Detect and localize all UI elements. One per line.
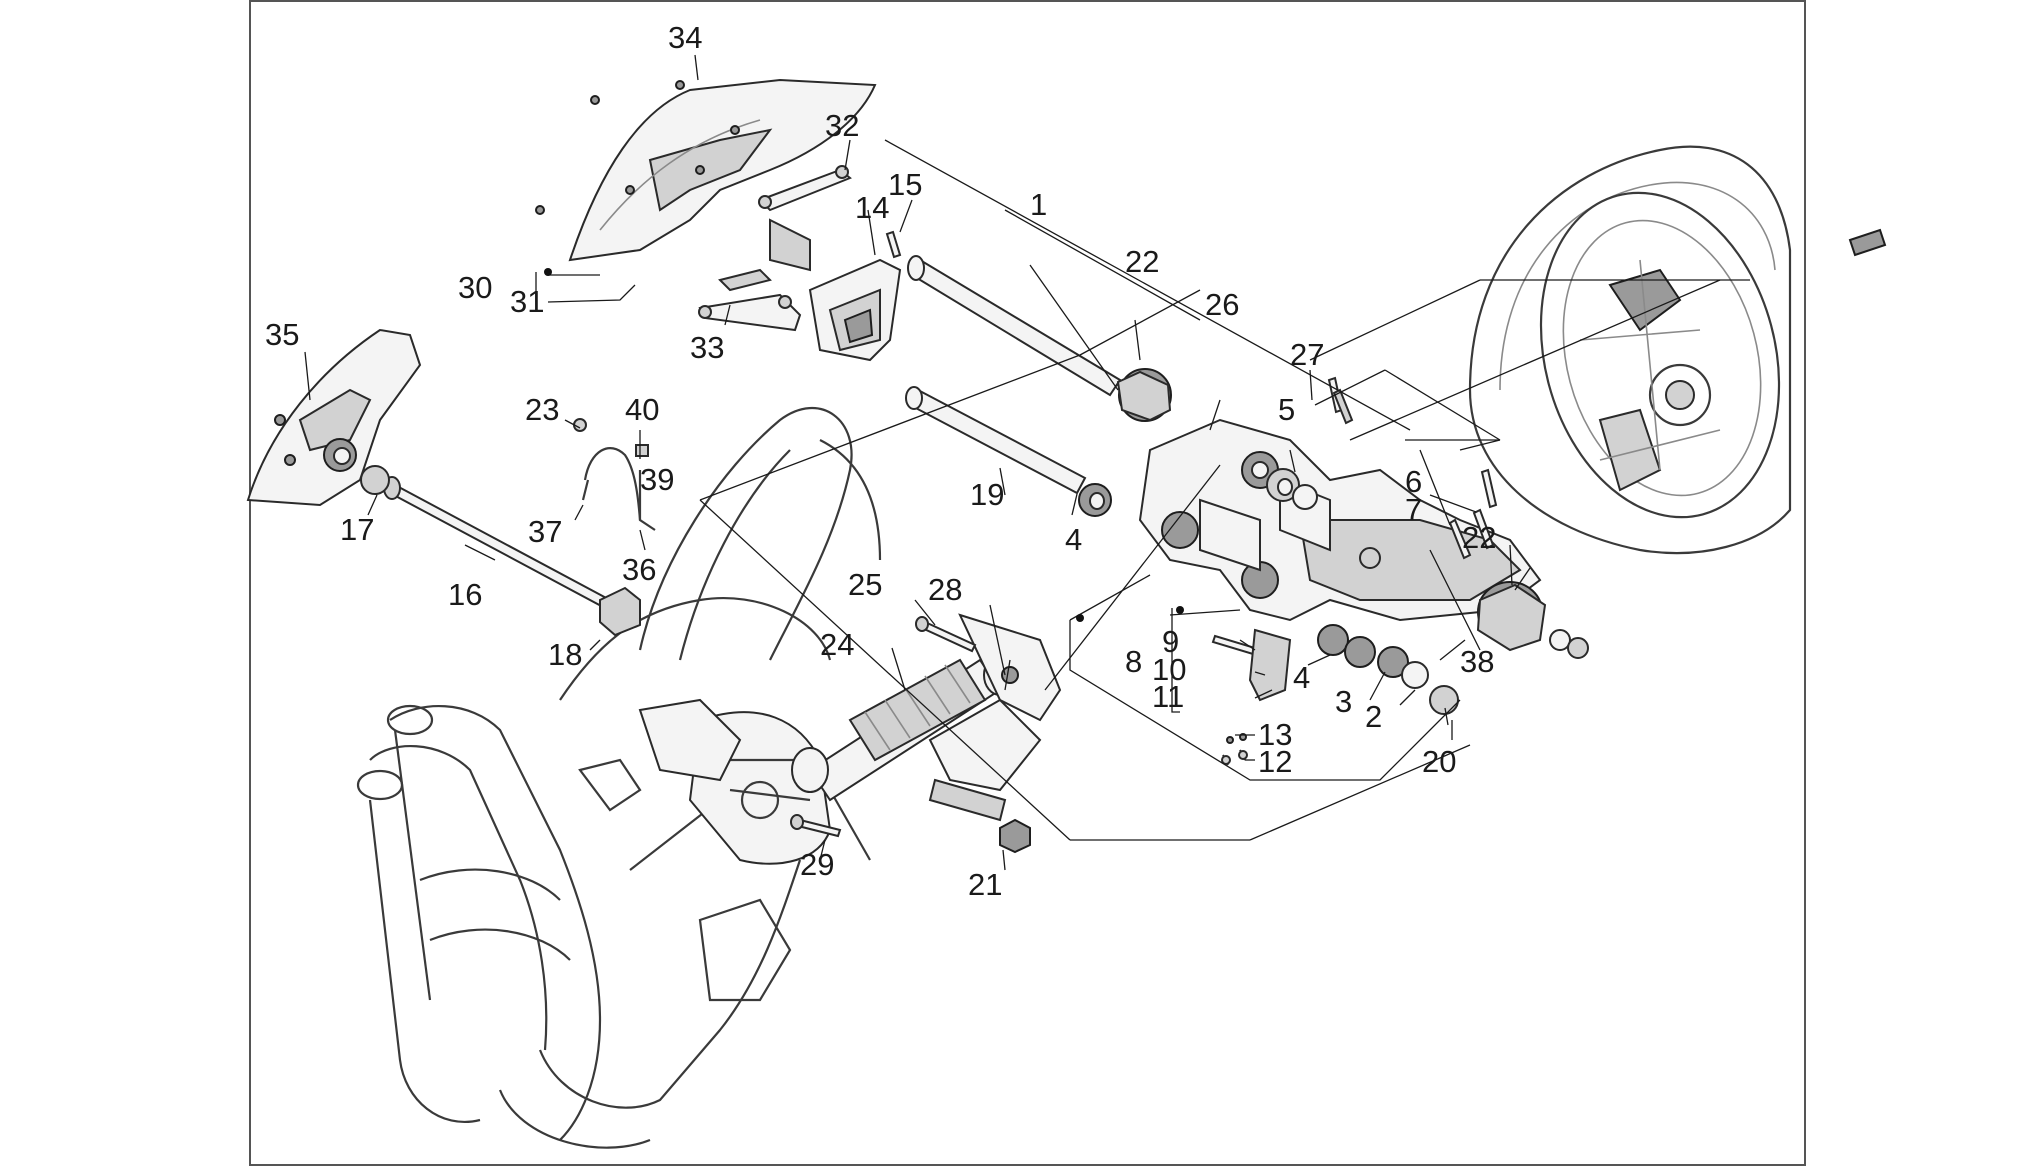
callout-13: 13 <box>1258 717 1292 752</box>
callout-17: 17 <box>340 512 374 547</box>
cable-parts <box>573 418 656 531</box>
callout-4-lower: 4 <box>1293 660 1310 695</box>
side-cover <box>246 328 422 507</box>
callout-3: 3 <box>1335 684 1352 719</box>
group-outlines <box>699 139 1750 841</box>
callout-8: 8 <box>1125 644 1142 679</box>
callout-20: 20 <box>1422 744 1456 779</box>
callout-30: 30 <box>458 270 492 305</box>
support-bracket <box>808 230 902 362</box>
callout-37: 37 <box>528 514 562 549</box>
rear-wheel <box>1468 145 1887 555</box>
callout-27: 27 <box>1290 337 1324 372</box>
callout-labels: 1 2 3 4 4 5 6 7 8 9 10 11 12 13 14 15 16… <box>265 20 1496 902</box>
callout-5: 5 <box>1278 392 1295 427</box>
callout-6: 6 <box>1405 464 1422 499</box>
callout-10: 10 <box>1152 652 1186 687</box>
shock-absorber <box>791 613 1062 822</box>
callout-32: 32 <box>825 108 859 143</box>
callout-28: 28 <box>928 572 962 607</box>
callout-40: 40 <box>625 392 659 427</box>
callout-18: 18 <box>548 637 582 672</box>
callout-35: 35 <box>265 317 299 352</box>
callout-26: 26 <box>1205 287 1239 322</box>
callout-9: 9 <box>1162 624 1179 659</box>
callout-34: 34 <box>668 20 702 55</box>
bushings <box>360 368 1589 854</box>
callout-22-upper: 22 <box>1125 244 1159 279</box>
callout-36: 36 <box>622 552 656 587</box>
callout-7: 7 <box>1405 492 1422 527</box>
callout-11: 11 <box>1152 679 1184 714</box>
leader-lines <box>304 54 1531 871</box>
callout-19: 19 <box>970 477 1004 512</box>
callout-38: 38 <box>1460 644 1494 679</box>
callout-25: 25 <box>848 567 882 602</box>
callout-21: 21 <box>968 867 1002 902</box>
bracket-dots <box>544 268 1184 622</box>
brackets <box>698 165 852 332</box>
callout-23: 23 <box>525 392 559 427</box>
callout-2: 2 <box>1365 699 1382 734</box>
callout-31: 31 <box>510 284 544 319</box>
callout-14: 14 <box>855 190 889 225</box>
callout-39: 39 <box>640 462 674 497</box>
diagram-frame <box>249 0 1806 1166</box>
callout-1: 1 <box>1030 187 1047 222</box>
callout-22-lower: 22 <box>1462 520 1496 555</box>
callout-33: 33 <box>690 330 724 365</box>
callout-15: 15 <box>888 167 922 202</box>
shafts <box>383 255 1122 610</box>
callout-16: 16 <box>448 577 482 612</box>
callout-24: 24 <box>820 627 854 662</box>
callout-12: 12 <box>1258 744 1292 779</box>
upper-cover <box>535 78 877 272</box>
callout-4-upper: 4 <box>1065 522 1082 557</box>
callout-29: 29 <box>800 847 834 882</box>
